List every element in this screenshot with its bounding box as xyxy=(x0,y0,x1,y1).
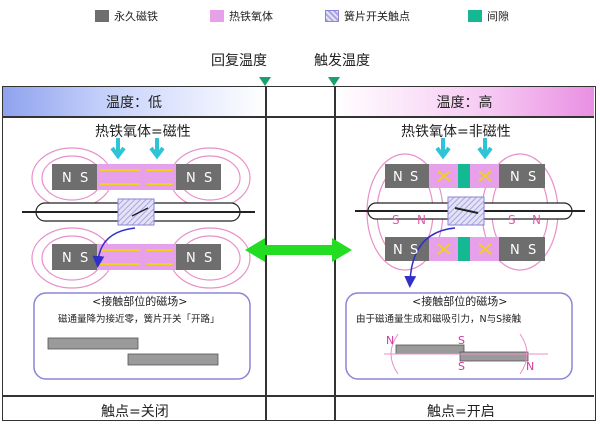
legend-item-ferrite: 热铁氧体 xyxy=(210,8,273,24)
high-contact-text: 触点=开启 xyxy=(427,404,495,420)
low-temp-header: 温度：低 xyxy=(3,87,265,117)
high-magnet-letter-1: N xyxy=(393,170,403,185)
high-field-pole-3: S xyxy=(508,213,516,227)
low-magnet-letter-2: S xyxy=(80,171,88,186)
legend-item-magnet: 永久磁铁 xyxy=(95,8,158,24)
trigger-temp-label: 触发温度 xyxy=(314,53,370,69)
high-temp-assembly: N S N S N S N S S N S N xyxy=(355,138,585,288)
magnet-swatch-icon xyxy=(95,10,109,22)
high-contact-pole-4: N xyxy=(526,360,534,373)
high-field-pole-2: N xyxy=(417,213,426,227)
high-magnet-letter-5: N xyxy=(393,243,403,258)
high-magnet-letter-6: S xyxy=(410,243,418,258)
low-field-desc: 磁通量降为接近零，簧片开关「开路」 xyxy=(58,313,220,325)
low-magnet-letter-7: N xyxy=(186,251,196,266)
low-magnet-letter-1: N xyxy=(62,171,72,186)
low-contact-text: 触点=关闭 xyxy=(101,404,169,420)
high-contact-field-graphic: <接触部位的磁场> 由于磁通量生成和磁吸引力，N与S接触 N S S N xyxy=(345,292,573,380)
legend-item-gap: 间隙 xyxy=(468,8,509,24)
ferrite-swatch-icon xyxy=(210,10,224,22)
trigger-marker-icon xyxy=(328,77,340,86)
low-magnet-letter-6: S xyxy=(80,251,88,266)
reed-swatch-icon xyxy=(325,10,339,22)
comparison-frame: 温度：低 温度：高 热铁氧体=磁性 热铁氧体=非磁性 触点=关闭 触点=开启 xyxy=(2,86,596,421)
legend-label: 永久磁铁 xyxy=(114,10,158,23)
high-temp-header-label: 温度：高 xyxy=(436,95,493,111)
high-magnet-letter-7: N xyxy=(510,243,520,258)
legend-label: 间隙 xyxy=(487,10,509,23)
legend-item-reed: 簧片开关触点 xyxy=(325,8,410,24)
high-field-pole-4: N xyxy=(532,213,541,227)
high-contact-pole-1: N xyxy=(386,334,394,347)
footer-rule xyxy=(3,395,594,397)
high-field-pole-1: S xyxy=(392,213,400,227)
low-contact-field-graphic: <接触部位的磁场> 磁通量降为接近零，簧片开关「开路」 xyxy=(33,292,251,380)
high-magnet-letter-2: S xyxy=(410,170,418,185)
state-transition-arrow-icon xyxy=(245,238,352,262)
low-magnet-letter-3: N xyxy=(186,171,196,186)
high-magnet-letter-8: S xyxy=(528,243,536,258)
high-contact-pole-3: S xyxy=(458,360,465,373)
high-magnet-letter-4: S xyxy=(528,170,536,185)
high-magnet-letter-3: N xyxy=(510,170,520,185)
low-field-title: <接触部位的磁场> xyxy=(92,294,187,308)
low-magnet-letter-8: S xyxy=(204,251,212,266)
recover-temp-label: 回复温度 xyxy=(211,53,267,69)
header-rule xyxy=(3,116,594,118)
low-temp-assembly: N S N S N S N S xyxy=(22,138,255,289)
low-magnet-letter-4: S xyxy=(204,171,212,186)
low-temp-header-label: 温度：低 xyxy=(106,95,162,111)
low-magnet-letter-5: N xyxy=(62,251,72,266)
high-temp-header: 温度：高 xyxy=(335,87,594,117)
legend: 永久磁铁 热铁氧体 簧片开关触点 间隙 xyxy=(0,0,600,30)
legend-label: 簧片开关触点 xyxy=(344,10,410,23)
high-field-desc: 由于磁通量生成和磁吸引力，N与S接触 xyxy=(356,313,522,325)
recover-marker-icon xyxy=(259,77,271,86)
gap-swatch-icon xyxy=(468,10,482,22)
high-field-title: <接触部位的磁场> xyxy=(412,294,507,308)
legend-label: 热铁氧体 xyxy=(229,10,273,23)
high-state-text: 热铁氧体=非磁性 xyxy=(401,124,511,140)
low-state-text: 热铁氧体=磁性 xyxy=(95,124,191,140)
high-contact-pole-2: S xyxy=(458,334,465,347)
